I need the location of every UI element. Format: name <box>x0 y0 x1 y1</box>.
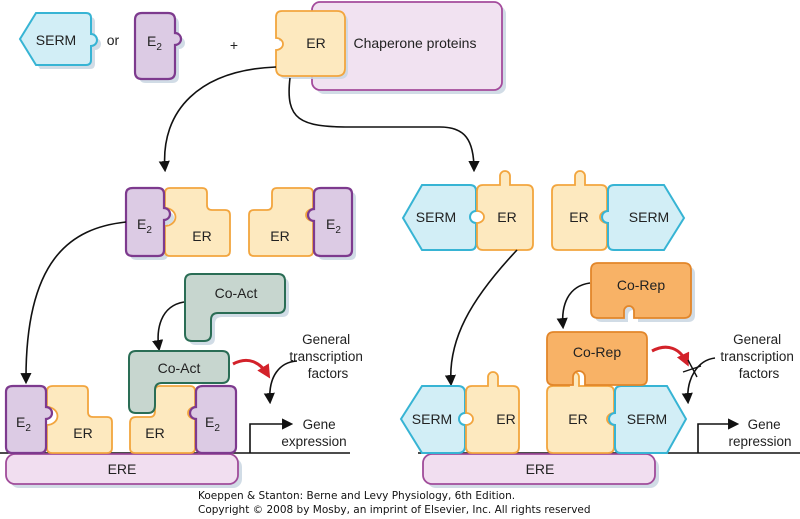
stimulation-arrow <box>232 359 271 379</box>
ere-label: ERE <box>108 461 137 477</box>
e2-label: E2 <box>205 414 220 434</box>
er-label: ER <box>497 209 516 225</box>
er-label: ER <box>73 425 92 441</box>
legend-e2: E2 <box>133 11 185 83</box>
promoter-arrow-right <box>697 418 740 453</box>
transcription-factors-label-left: General transcription factors <box>289 332 366 381</box>
e2-label: E2 <box>326 216 341 236</box>
ere-right: ERE <box>422 453 659 488</box>
gene-repression-label: Gene repression <box>728 417 791 449</box>
ere-label: ERE <box>526 461 555 477</box>
corepressor-label: Co-Rep <box>617 277 665 293</box>
arrow-corepressor-binding <box>556 282 591 330</box>
arrow-to-agonist <box>158 66 277 173</box>
gene-expression-label: Gene expression <box>281 417 346 449</box>
er-label: ER <box>306 35 325 51</box>
chaperone-complex: Chaperone proteins ER <box>275 1 506 94</box>
e2-er-right: ER E2 <box>248 186 356 260</box>
chaperone-label: Chaperone proteins <box>354 35 477 51</box>
arrow-dimer-to-dna-right <box>444 249 518 387</box>
or-label: or <box>107 32 120 48</box>
serm-label: SERM <box>416 209 456 225</box>
er-label: ER <box>145 425 164 441</box>
serm-label: SERM <box>36 32 76 48</box>
transcription-factor-arrow-left <box>263 360 298 405</box>
er-label: ER <box>569 209 588 225</box>
transcription-factors-label-right: General transcription factors <box>720 332 797 381</box>
e2-label: E2 <box>137 216 152 236</box>
antagonist-dimer: SERM ER ER SERM <box>401 170 686 251</box>
corepressor-label: Co-Rep <box>573 344 621 360</box>
credit-line-1: Koeppen & Stanton: Berne and Levy Physio… <box>198 490 516 502</box>
e2-label: E2 <box>147 33 162 53</box>
antagonist-complex: SERM ER ER SERM Co-Rep <box>399 331 688 454</box>
promoter-arrow-left <box>249 418 294 453</box>
agonist-complex: E2 ER ER E2 Co-Act <box>4 350 238 455</box>
er-label: ER <box>192 228 211 244</box>
serm-label: SERM <box>627 411 667 427</box>
plus-sign: + <box>230 37 238 53</box>
coactivator-free: Co-Act <box>184 273 289 345</box>
arrow-coactivator-binding <box>152 301 185 352</box>
blocked-marker-icon <box>682 359 702 378</box>
er-label: ER <box>270 228 289 244</box>
coactivator-label: Co-Act <box>158 360 201 376</box>
transcription-factor-arrow-right <box>681 357 716 405</box>
credit-line-2: Copyright © 2008 by Mosby, an imprint of… <box>198 504 591 516</box>
ere-left: ERE <box>5 453 242 488</box>
serm-label: SERM <box>412 411 452 427</box>
repression-arrow <box>651 345 690 367</box>
coactivator-label: Co-Act <box>215 285 258 301</box>
er-label: ER <box>496 411 515 427</box>
agonist-dimer: E2 ER ER E2 <box>124 186 356 260</box>
er-label: ER <box>568 411 587 427</box>
e2-er-left: E2 ER <box>124 186 231 260</box>
e2-label: E2 <box>16 414 31 434</box>
arrow-to-antagonist <box>288 77 480 173</box>
legend-serm: SERM <box>18 12 101 69</box>
serm-label: SERM <box>629 209 669 225</box>
corepressor-free: Co-Rep <box>590 262 695 322</box>
arrow-dimer-to-dna-left <box>20 221 127 385</box>
